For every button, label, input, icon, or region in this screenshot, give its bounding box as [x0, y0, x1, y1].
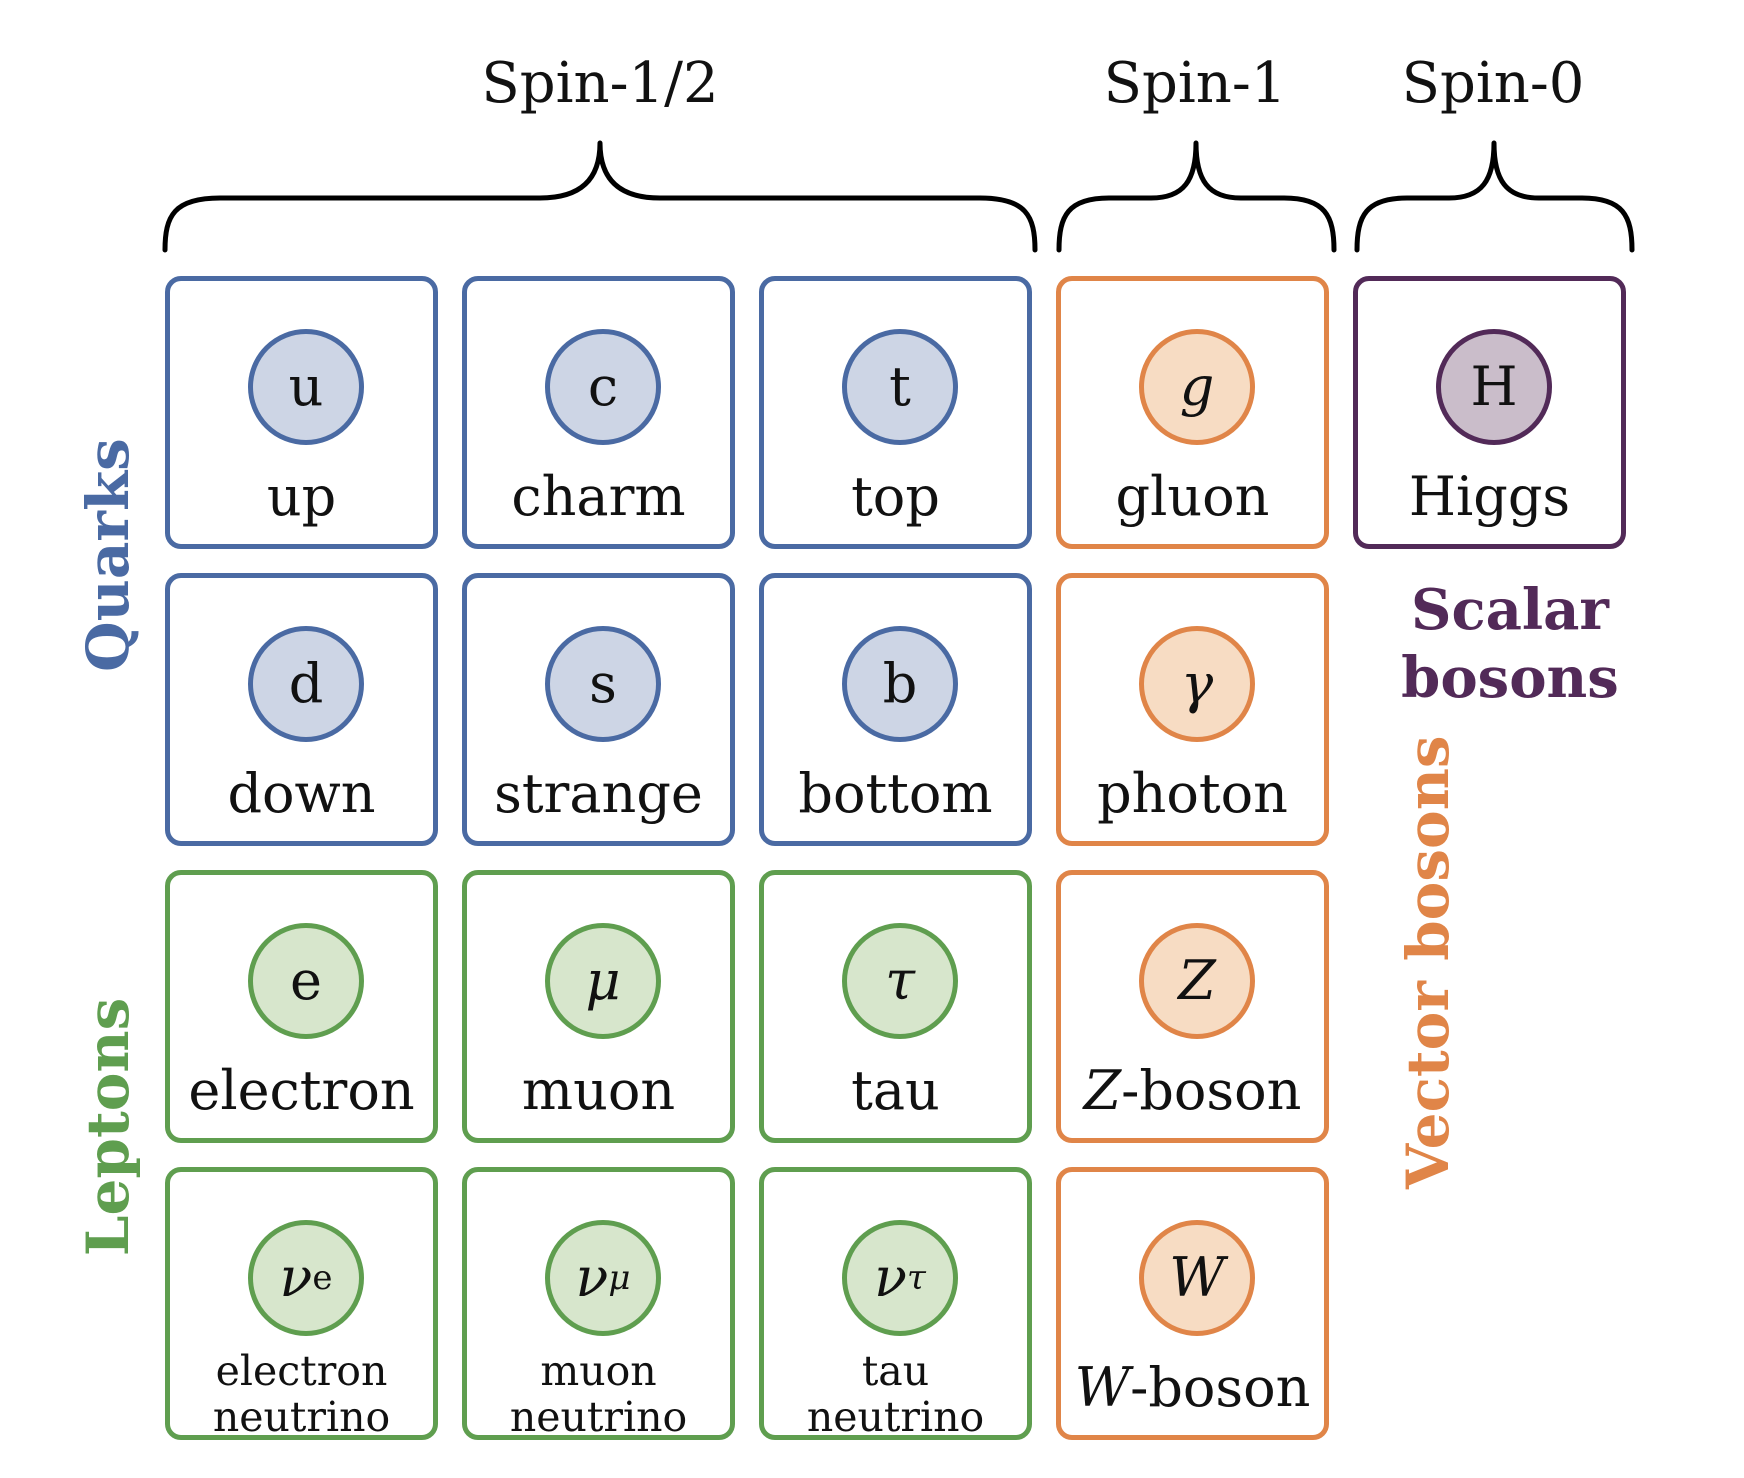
particle-name-tau-neutrino: tau neutrino: [764, 1348, 1027, 1440]
particle-symbol-w-boson: W: [1139, 1220, 1255, 1336]
name-line-1: tau: [861, 1347, 930, 1395]
scalar-bosons-label-line-1: Scalar: [1411, 577, 1609, 643]
spin-zero-brace: [1354, 140, 1635, 253]
particle-card-photon: γ photon: [1056, 573, 1329, 846]
particle-card-charm: c charm: [462, 276, 735, 549]
particle-name-muon-neutrino: muon neutrino: [467, 1348, 730, 1440]
name-line-2: neutrino: [806, 1393, 985, 1441]
subscript-e: e: [312, 1258, 333, 1298]
scalar-bosons-label: Scalar bosons: [1370, 576, 1650, 712]
particle-card-electron: e electron: [165, 870, 438, 1143]
particle-symbol-tau: τ: [842, 923, 958, 1039]
particle-symbol-charm: c: [545, 329, 661, 445]
particle-card-z-boson: Z Z-boson: [1056, 870, 1329, 1143]
vector-bosons-label: Vector bosons: [1394, 735, 1462, 1189]
subscript-tau: τ: [907, 1258, 926, 1298]
name-line-1: electron: [215, 1347, 388, 1395]
particle-symbol-higgs: H: [1436, 329, 1552, 445]
particle-name-photon: photon: [1097, 762, 1288, 825]
particle-name-down: down: [227, 762, 376, 825]
particle-symbol-photon: γ: [1139, 626, 1255, 742]
particle-name-electron-neutrino: electron neutrino: [170, 1348, 433, 1440]
leptons-label: Leptons: [74, 997, 142, 1257]
particle-card-w-boson: W W-boson: [1056, 1167, 1329, 1440]
particle-symbol-down: d: [248, 626, 364, 742]
particle-name-charm: charm: [511, 465, 686, 528]
particle-name-up: up: [266, 465, 337, 528]
particle-symbol-up: u: [248, 329, 364, 445]
w-boson-name-suffix: -boson: [1130, 1356, 1311, 1419]
particle-card-higgs: H Higgs: [1353, 276, 1626, 549]
particle-card-muon: μ muon: [462, 870, 735, 1143]
scalar-bosons-label-line-2: bosons: [1401, 645, 1619, 711]
particle-card-tau: τ tau: [759, 870, 1032, 1143]
particle-symbol-muon: μ: [545, 923, 661, 1039]
spin-half-brace: [162, 140, 1038, 253]
spin-one-label: Spin-1: [1103, 51, 1287, 116]
nu-symbol: ν: [575, 1246, 609, 1309]
particle-symbol-top: t: [842, 329, 958, 445]
particle-card-top: t top: [759, 276, 1032, 549]
w-boson-name-symbol: W: [1074, 1356, 1131, 1419]
z-boson-name-symbol: Z: [1083, 1059, 1122, 1122]
spin-zero-label: Spin-0: [1401, 51, 1585, 116]
z-boson-name-suffix: -boson: [1121, 1059, 1302, 1122]
spin-one-brace: [1056, 140, 1337, 253]
particle-name-electron: electron: [188, 1059, 415, 1122]
particle-symbol-bottom: b: [842, 626, 958, 742]
particle-card-up: u up: [165, 276, 438, 549]
nu-symbol: ν: [874, 1246, 907, 1309]
name-line-1: muon: [540, 1347, 657, 1395]
nu-symbol: ν: [279, 1246, 313, 1309]
particle-name-w-boson: W-boson: [1061, 1358, 1324, 1418]
particle-name-z-boson: Z-boson: [1061, 1061, 1324, 1121]
quarks-label: Quarks: [74, 438, 142, 672]
particle-name-muon: muon: [521, 1059, 676, 1122]
particle-card-strange: s strange: [462, 573, 735, 846]
particle-name-top: top: [851, 465, 940, 528]
particle-name-bottom: bottom: [798, 762, 993, 825]
particle-name-higgs: Higgs: [1408, 465, 1571, 528]
particle-name-gluon: gluon: [1115, 465, 1270, 528]
particle-card-gluon: g gluon: [1056, 276, 1329, 549]
name-line-2: neutrino: [212, 1393, 391, 1441]
subscript-mu: μ: [608, 1258, 631, 1298]
particle-symbol-strange: s: [545, 626, 661, 742]
name-line-2: neutrino: [509, 1393, 688, 1441]
particle-symbol-z-boson: Z: [1139, 923, 1255, 1039]
particle-symbol-gluon: g: [1139, 329, 1255, 445]
spin-half-label: Spin-1/2: [481, 51, 719, 116]
particle-card-down: d down: [165, 573, 438, 846]
particle-name-tau: tau: [851, 1059, 940, 1122]
particle-card-bottom: b bottom: [759, 573, 1032, 846]
particle-symbol-electron: e: [248, 923, 364, 1039]
particle-name-strange: strange: [494, 762, 703, 825]
